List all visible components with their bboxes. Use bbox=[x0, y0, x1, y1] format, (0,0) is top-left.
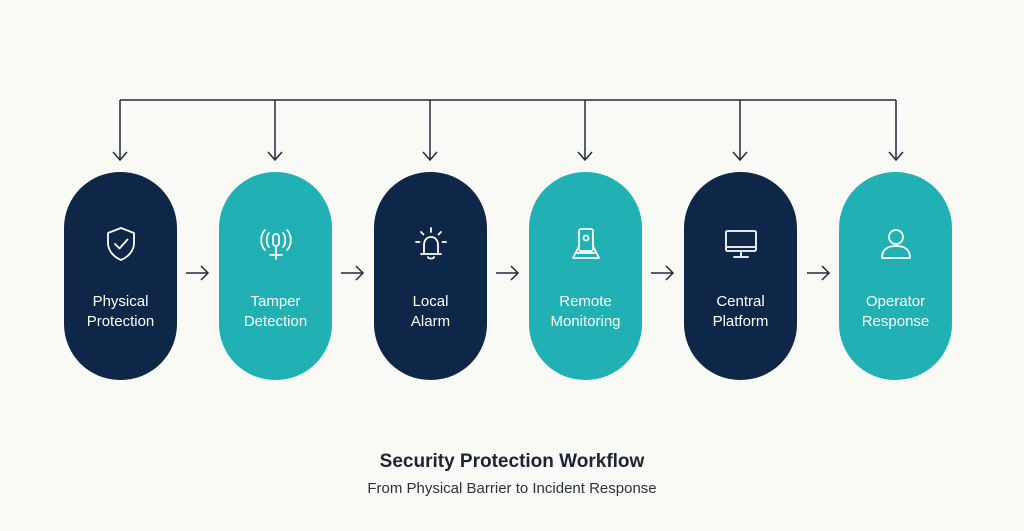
step-operator-response: Operator Response bbox=[839, 172, 952, 380]
step-label: Remote Monitoring bbox=[529, 292, 642, 332]
step-label-line2: Monitoring bbox=[550, 313, 621, 330]
step-label: Physical Protection bbox=[64, 292, 177, 332]
alarm-bell-icon bbox=[411, 224, 451, 264]
step-label-line1: Physical bbox=[92, 293, 149, 310]
drop-arrow-3 bbox=[422, 100, 438, 162]
flow-arrow-5 bbox=[807, 265, 831, 281]
step-local-alarm: Local Alarm bbox=[374, 172, 487, 380]
step-remote-monitoring: Remote Monitoring bbox=[529, 172, 642, 380]
drop-arrow-6 bbox=[888, 100, 904, 162]
step-label: Tamper Detection bbox=[219, 292, 332, 332]
antenna-icon bbox=[256, 224, 296, 264]
monitor-icon bbox=[721, 224, 761, 264]
drop-arrow-1 bbox=[112, 100, 128, 162]
flow-arrow-1 bbox=[186, 265, 210, 281]
step-label-line2: Response bbox=[861, 313, 930, 330]
step-label-line1: Tamper bbox=[250, 293, 301, 310]
step-tamper-detection: Tamper Detection bbox=[219, 172, 332, 380]
step-label: Operator Response bbox=[839, 292, 952, 332]
shield-check-icon bbox=[101, 224, 141, 264]
flow-arrow-3 bbox=[496, 265, 520, 281]
user-icon bbox=[876, 224, 916, 264]
diagram-subtitle: From Physical Barrier to Incident Respon… bbox=[367, 480, 657, 497]
step-label-line2: Detection bbox=[243, 313, 308, 330]
step-label-line1: Remote bbox=[559, 293, 612, 310]
step-label-line2: Protection bbox=[86, 313, 155, 330]
drop-arrow-5 bbox=[732, 100, 748, 162]
remote-device-icon bbox=[566, 224, 606, 264]
step-central-platform: Central Platform bbox=[684, 172, 797, 380]
flow-arrow-2 bbox=[341, 265, 365, 281]
drop-arrow-4 bbox=[577, 100, 593, 162]
step-label-line1: Operator bbox=[865, 293, 926, 310]
step-label-line2: Platform bbox=[712, 313, 769, 330]
step-label-line1: Local bbox=[412, 293, 449, 310]
drop-arrow-2 bbox=[267, 100, 283, 162]
step-label-line1: Central bbox=[716, 293, 765, 310]
diagram-title: Security Protection Workflow bbox=[379, 451, 645, 472]
step-physical-protection: Physical Protection bbox=[64, 172, 177, 380]
step-label: Central Platform bbox=[684, 292, 797, 332]
step-label: Local Alarm bbox=[374, 292, 487, 332]
flow-arrow-4 bbox=[651, 265, 675, 281]
step-label-line2: Alarm bbox=[410, 313, 451, 330]
